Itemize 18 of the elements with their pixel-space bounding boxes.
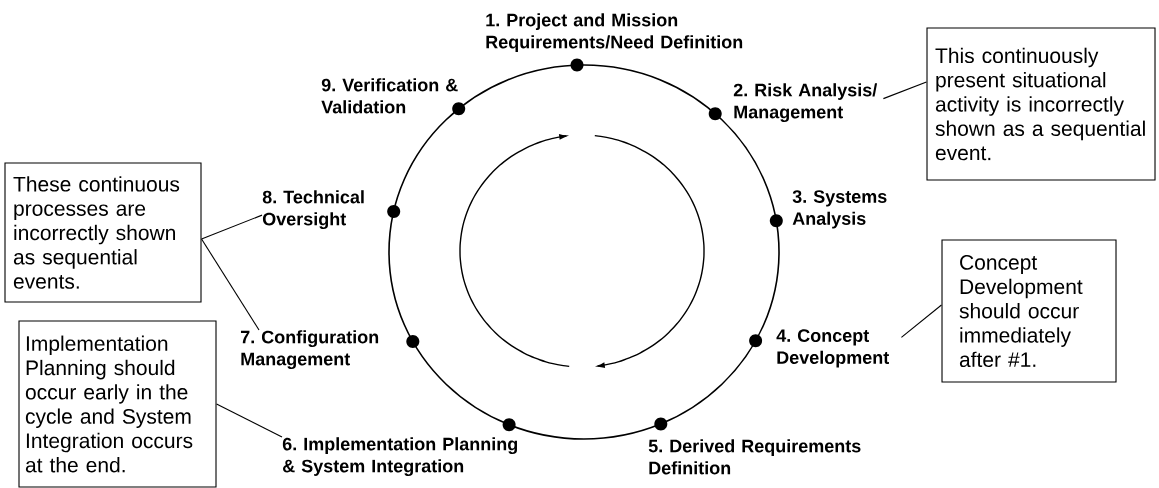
- stage-label: 1. Project and Mission Requirements/Need Definition: [486, 13, 743, 52]
- stage-label: 4. Concept Development: [776, 329, 889, 368]
- callout-box: This continuously present situational activity is incorrectly shown as a sequential event.: [926, 27, 1156, 181]
- stage-label: 2. Risk Analysis/ Management: [733, 83, 878, 123]
- callout-box: Concept Development should occur immediately after #1.: [941, 239, 1117, 383]
- leader-line: [201, 214, 263, 240]
- stage-label: 8. Technical Oversight: [262, 190, 364, 230]
- stage-label: 6. Implementation Planning & System Integration: [282, 437, 518, 477]
- callout-box: These continuous processes are incorrectly shown as sequential events.: [4, 162, 202, 303]
- stage-label: 3. Systems Analysis: [792, 190, 887, 229]
- stage-label: 5. Derived Requirements Definition: [648, 439, 861, 475]
- stage-label: 7. Configuration Management: [240, 330, 379, 370]
- leader-line: [216, 403, 283, 438]
- leader-line: [201, 238, 260, 331]
- stage-label: 9. Verification & Validation: [321, 78, 458, 114]
- callout-box: Implementation Planning should occur early in the cycle and System Integration occurs at the end.: [18, 320, 217, 488]
- leader-line: [900, 304, 942, 338]
- leader-line: [882, 81, 927, 100]
